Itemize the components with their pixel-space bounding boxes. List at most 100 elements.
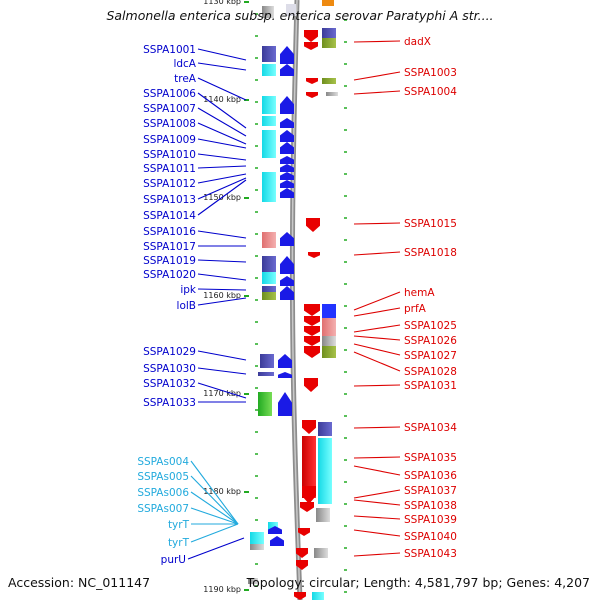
- gene-block: [262, 96, 276, 114]
- gene-block: [260, 354, 274, 368]
- label-leader-line: [197, 288, 247, 291]
- gene-label-left: purU: [161, 554, 186, 566]
- gene-arrow-up: [280, 118, 294, 128]
- gene-label-srna: tyrT: [168, 537, 190, 549]
- gene-label-srna: SSPAs004: [137, 456, 189, 468]
- label-leader-line: [190, 491, 239, 525]
- gene-arrow-up: [280, 130, 294, 142]
- gene-arrow-down: [304, 378, 318, 392]
- gene-block: [322, 304, 336, 318]
- gene-arrow-down: [306, 92, 318, 98]
- gene-arrow-down: [306, 218, 320, 232]
- gene-arrow-down: [304, 326, 320, 336]
- gene-label-left: SSPA1001: [143, 44, 196, 56]
- gene-label-right: SSPA1034: [404, 422, 457, 434]
- gene-label-right: SSPA1043: [404, 548, 457, 560]
- gene-label-left: SSPA1020: [143, 269, 196, 281]
- gene-arrow-down: [304, 42, 318, 50]
- label-leader-line: [353, 515, 401, 520]
- label-leader-line: [353, 499, 401, 506]
- accession-text: Accession: NC_011147: [8, 575, 151, 590]
- gene-block: [326, 92, 338, 96]
- gene-arrow-down: [306, 78, 318, 84]
- gene-arrow-down: [304, 336, 320, 346]
- kbp-tick-label: 1170 kbp: [203, 389, 241, 398]
- gene-block: [258, 372, 274, 376]
- gene-label-left: SSPA1014: [143, 210, 196, 222]
- gene-arrow-down: [304, 304, 320, 316]
- gene-arrow-down: [304, 30, 318, 42]
- gene-label-right: prfA: [404, 303, 427, 315]
- gene-arrow-down: [302, 420, 316, 434]
- label-leader-line: [197, 177, 247, 200]
- gene-label-right: SSPA1003: [404, 67, 457, 79]
- gene-label-right: SSPA1039: [404, 514, 457, 526]
- label-leader-line: [353, 456, 401, 459]
- gene-arrow-up: [278, 354, 292, 368]
- gene-label-left: SSPA1006: [143, 88, 196, 100]
- label-leader-line: [353, 351, 401, 372]
- label-leader-line: [197, 165, 247, 169]
- gene-label-left: SSPA1010: [143, 149, 196, 161]
- gene-label-left: SSPA1019: [143, 255, 196, 267]
- gene-label-left: ldcA: [173, 58, 196, 70]
- gene-block: [262, 272, 276, 284]
- gene-label-srna: tyrT: [168, 519, 190, 531]
- gene-block: [322, 346, 336, 358]
- label-leader-line: [353, 489, 401, 499]
- kbp-tick-label: 1130 kbp: [203, 0, 241, 6]
- label-leader-line: [197, 382, 247, 399]
- gene-block: [262, 292, 276, 300]
- label-leader-line: [197, 273, 247, 281]
- gene-block: [262, 286, 276, 294]
- gene-block: [322, 78, 336, 84]
- gene-block: [322, 336, 336, 346]
- gene-arrow-down: [300, 502, 314, 512]
- gene-label-left: SSPA1011: [143, 163, 196, 175]
- gene-arrow-up: [278, 372, 292, 378]
- label-leader-line: [187, 537, 245, 560]
- label-leader-line: [197, 77, 247, 101]
- gene-block: [318, 422, 332, 436]
- gene-label-left: SSPA1007: [143, 103, 196, 115]
- gene-label-left: SSPA1008: [143, 118, 196, 130]
- gene-block: [250, 544, 264, 550]
- label-leader-line: [197, 153, 247, 161]
- label-leader-line: [197, 297, 247, 306]
- label-leader-line: [190, 460, 239, 525]
- gene-label-left: SSPA1032: [143, 378, 196, 390]
- gene-arrow-up: [280, 64, 294, 76]
- gene-arrow-up: [270, 536, 284, 546]
- label-leader-line: [353, 343, 401, 356]
- kbp-tick-label: 1190 kbp: [203, 585, 241, 594]
- label-leader-line: [353, 222, 401, 225]
- label-leader-line: [197, 48, 247, 61]
- gene-block: [322, 318, 336, 336]
- gene-arrow-up: [280, 142, 294, 154]
- gene-arrow-down: [296, 560, 308, 570]
- label-leader-line: [197, 230, 247, 239]
- gene-label-right: dadX: [404, 36, 431, 48]
- label-leader-line: [353, 291, 401, 311]
- label-leader-line: [197, 107, 247, 137]
- gene-label-right: SSPA1035: [404, 452, 457, 464]
- gene-label-right: SSPA1040: [404, 531, 457, 543]
- gene-block: [258, 392, 272, 416]
- gene-arrow-up: [280, 256, 294, 274]
- gene-label-left: SSPA1012: [143, 178, 196, 190]
- gene-label-right: SSPA1037: [404, 485, 457, 497]
- label-leaders: [187, 40, 401, 560]
- gene-block: [316, 508, 330, 522]
- gene-arrow-up: [280, 96, 294, 114]
- gene-label-left: SSPA1017: [143, 241, 196, 253]
- gene-arrow-up: [280, 286, 294, 300]
- label-leader-line: [353, 529, 401, 537]
- gene-block: [322, 38, 336, 48]
- label-leader-line: [197, 122, 247, 145]
- gene-arrow-down: [296, 548, 308, 558]
- gene-features: [248, 0, 338, 600]
- gene-arrow-up: [280, 180, 294, 188]
- gene-labels: SSPA1001ldcAtreASSPA1006SSPA1007SSPA1008…: [137, 36, 457, 566]
- label-leader-line: [197, 173, 247, 184]
